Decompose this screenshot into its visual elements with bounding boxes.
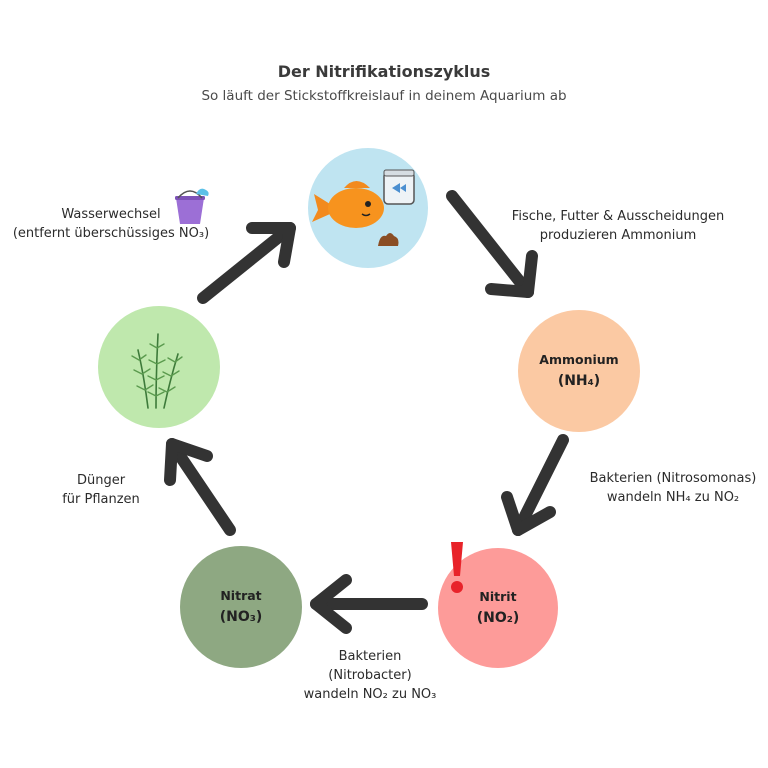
edge-fish-ammonium-text: Fische, Futter & Ausscheidungen produzie… <box>500 208 736 246</box>
edge-nitrat-plant-line1: Dünger <box>76 473 126 488</box>
edge-ammonium-nitrit-text: Bakterien (Nitrosomonas) wandeln NH₄ zu … <box>578 470 768 508</box>
edge-fish-ammonium-line2: produzieren Ammonium <box>539 227 697 243</box>
diagram-title: Der Nitrifikationszyklus <box>277 62 491 81</box>
nitrat-formula: (NO₃) <box>219 609 263 626</box>
ammonium-label: Ammonium <box>539 351 619 367</box>
edge-nitrit-nitrat-line1: Bakterien <box>338 649 402 664</box>
ammonium-node: Ammonium (NH₄) <box>518 310 640 432</box>
ammonium-formula: (NH₄) <box>557 373 601 390</box>
arrow-fish-to-ammonium <box>446 190 538 298</box>
nitrit-label: Nitrit <box>479 588 517 604</box>
plant-node <box>98 306 220 428</box>
plant-icon <box>131 333 183 409</box>
edge-nitrit-nitrat-text: Bakterien (Nitrobacter) wandeln NO₂ zu N… <box>285 648 455 705</box>
bucket-icon <box>175 188 209 224</box>
arrow-nitrat-to-plant <box>164 438 236 536</box>
arrow-ammonium-to-nitrit <box>501 434 569 536</box>
edge-ammonium-nitrit-line2: wandeln NH₄ zu NO₂ <box>606 489 740 505</box>
arrow-plant-to-fish <box>197 222 296 304</box>
nitrit-formula: (NO₂) <box>476 610 520 627</box>
edge-ammonium-nitrit-line1: Bakterien (Nitrosomonas) <box>589 471 757 486</box>
edge-plant-fish-line2: (entfernt überschüssiges NO₃) <box>12 225 210 241</box>
nitrat-node: Nitrat (NO₃) <box>180 546 302 668</box>
exclamation-icon <box>451 542 463 593</box>
arrow-nitrit-to-nitrat <box>310 574 428 634</box>
diagram-subtitle: So läuft der Stickstoffkreislauf in dein… <box>201 88 567 104</box>
edge-plant-fish-text: Wasserwechsel (entfernt überschüssiges N… <box>0 206 222 244</box>
fish-icon <box>312 169 415 246</box>
edge-plant-fish-line1: Wasserwechsel <box>61 207 161 222</box>
edge-nitrat-plant-line2: für Pflanzen <box>62 491 140 507</box>
fish-node <box>308 148 428 268</box>
edge-fish-ammonium-line1: Fische, Futter & Ausscheidungen <box>511 209 725 224</box>
edge-nitrit-nitrat-line3: wandeln NO₂ zu NO₃ <box>303 686 437 702</box>
nitrat-label: Nitrat <box>220 587 262 603</box>
edge-nitrat-plant-text: Dünger für Pflanzen <box>36 472 166 510</box>
edge-nitrit-nitrat-line2: (Nitrobacter) <box>328 667 412 683</box>
